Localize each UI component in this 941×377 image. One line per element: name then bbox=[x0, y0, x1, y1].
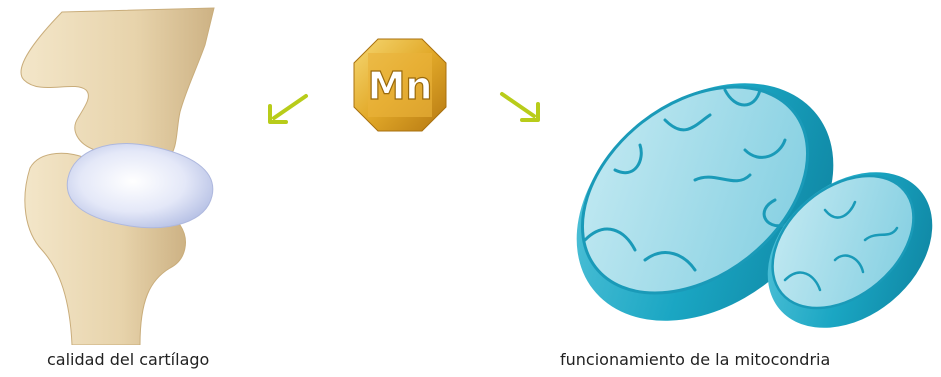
arrow-down-right-icon bbox=[500, 92, 540, 122]
cartilage-disc bbox=[66, 143, 214, 229]
caption-mitochondria-function: funcionamiento de la mitocondria bbox=[560, 350, 831, 369]
badge-symbol: Mn bbox=[368, 64, 433, 108]
knee-joint-illustration bbox=[20, 7, 215, 345]
femur-bone bbox=[20, 7, 215, 164]
caption-cartilage-quality: calidad del cartílago bbox=[47, 350, 210, 369]
mitochondrion-small bbox=[767, 172, 933, 328]
mitochondria-illustration bbox=[576, 83, 933, 328]
arrow-down-left-icon bbox=[268, 94, 308, 124]
manganese-element-badge-icon: Mn bbox=[353, 38, 447, 132]
